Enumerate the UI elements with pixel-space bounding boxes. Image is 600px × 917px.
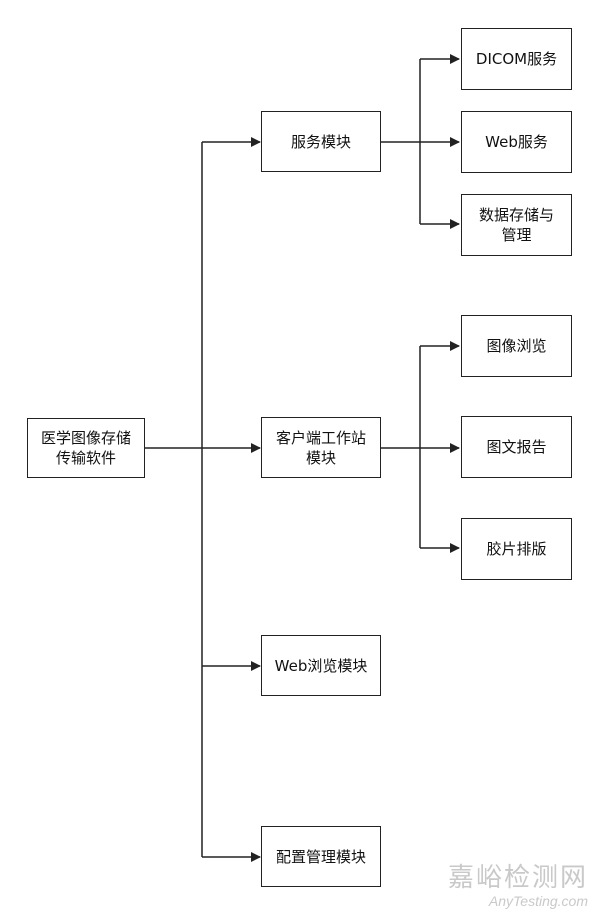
sub-node-film-layout[interactable]: 胶片排版 (461, 518, 572, 580)
root-node-medical-image-software[interactable]: 医学图像存储 传输软件 (27, 418, 145, 478)
watermark-en-text: AnyTesting.com (488, 893, 588, 909)
module-node-web-browse[interactable]: Web浏览模块 (261, 635, 381, 696)
sub-node-dicom-service[interactable]: DICOM服务 (461, 28, 572, 90)
module-node-config-management[interactable]: 配置管理模块 (261, 826, 381, 887)
sub-node-image-browse[interactable]: 图像浏览 (461, 315, 572, 377)
watermark: 嘉峪检测网 AnyTesting.com (448, 863, 588, 909)
module-node-client-workstation[interactable]: 客户端工作站 模块 (261, 417, 381, 478)
sub-node-web-service[interactable]: Web服务 (461, 111, 572, 173)
sub-node-image-text-report[interactable]: 图文报告 (461, 416, 572, 478)
module-node-service[interactable]: 服务模块 (261, 111, 381, 172)
watermark-cn-text: 嘉峪检测网 (447, 863, 588, 893)
sub-node-data-storage-management[interactable]: 数据存储与 管理 (461, 194, 572, 256)
